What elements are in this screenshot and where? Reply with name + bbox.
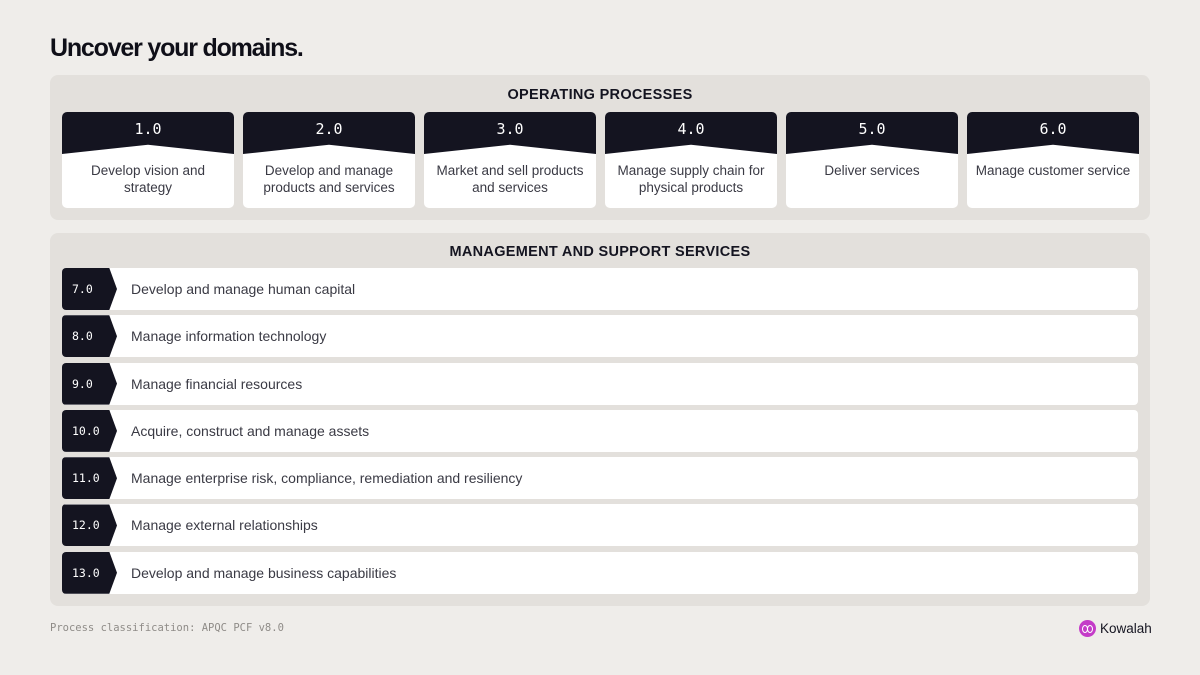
service-number: 11.0 (72, 471, 100, 486)
operating-processes-title: OPERATING PROCESSES (507, 87, 693, 103)
service-row-7[interactable]: 7.0 Develop and manage human capital (62, 268, 1138, 310)
management-support-title: MANAGEMENT AND SUPPORT SERVICES (449, 244, 751, 260)
service-number-tag (62, 362, 117, 405)
process-card-1[interactable]: 1.0 Develop vision and strategy (62, 112, 234, 208)
service-number-tag (62, 457, 117, 500)
service-row-8[interactable]: 8.0 Manage information technology (62, 315, 1138, 358)
page-title: Uncover your domains. (50, 34, 304, 62)
operating-processes-panel: OPERATING PROCESSES 1.0 Develop vision a… (50, 75, 1150, 220)
service-number-tag (62, 409, 117, 452)
service-row-13[interactable]: 13.0 Develop and manage business capabil… (62, 551, 1138, 594)
service-number-tag (62, 315, 117, 358)
service-number-tag (62, 504, 117, 547)
management-support-panel: MANAGEMENT AND SUPPORT SERVICES 7.0 Deve… (50, 233, 1150, 606)
process-label: Manage supply chain for physical product… (617, 163, 765, 195)
brand[interactable]: Kowalah (1079, 620, 1152, 637)
service-row-9[interactable]: 9.0 Manage financial resources (62, 362, 1138, 405)
service-number: 8.0 (72, 329, 93, 344)
process-number: 5.0 (858, 120, 886, 138)
management-service-list: 7.0 Develop and manage human capital 8.0… (62, 268, 1138, 599)
process-card-6[interactable]: 6.0 Manage customer service (967, 112, 1139, 208)
process-card-4[interactable]: 4.0 Manage supply chain for physical pro… (605, 112, 777, 208)
service-number: 9.0 (72, 376, 93, 391)
service-row-12[interactable]: 12.0 Manage external relationships (62, 504, 1138, 547)
kowalah-logo-icon (1079, 620, 1096, 637)
process-number: 1.0 (134, 120, 162, 138)
process-label: Market and sell products and services (436, 163, 584, 195)
service-number: 13.0 (72, 565, 100, 580)
process-label: Manage customer service (975, 163, 1131, 178)
footer-note: Process classification: APQC PCF v8.0 (50, 622, 284, 634)
process-label: Develop vision and strategy (90, 163, 206, 195)
process-card-3[interactable]: 3.0 Market and sell products and service… (424, 112, 596, 208)
service-number-tag (62, 551, 117, 594)
process-card-2[interactable]: 2.0 Develop and manage products and serv… (243, 112, 415, 208)
service-number-tag (62, 268, 117, 310)
process-number: 4.0 (677, 120, 705, 138)
process-card-5[interactable]: 5.0 Deliver services (786, 112, 958, 208)
service-row-10[interactable]: 10.0 Acquire, construct and manage asset… (62, 409, 1138, 452)
service-row-11[interactable]: 11.0 Manage enterprise risk, compliance,… (62, 457, 1138, 500)
service-label: Manage financial resources (131, 375, 303, 392)
service-number: 7.0 (72, 282, 93, 296)
brand-name: Kowalah (1100, 621, 1152, 636)
process-number: 2.0 (315, 120, 343, 138)
process-label: Deliver services (824, 163, 920, 178)
process-number: 6.0 (1039, 120, 1067, 138)
service-label: Develop and manage human capital (131, 281, 356, 297)
process-label: Develop and manage products and services (263, 163, 395, 195)
process-number: 3.0 (496, 120, 524, 138)
service-number: 12.0 (72, 518, 100, 533)
service-number: 10.0 (72, 423, 100, 438)
service-label: Manage information technology (131, 328, 327, 345)
operating-process-cards: 1.0 Develop vision and strategy 2.0 Deve… (62, 112, 1139, 208)
service-label: Develop and manage business capabilities (131, 564, 397, 581)
service-label: Acquire, construct and manage assets (131, 422, 370, 439)
service-label: Manage enterprise risk, compliance, reme… (131, 470, 523, 487)
service-label: Manage external relationships (131, 517, 318, 534)
